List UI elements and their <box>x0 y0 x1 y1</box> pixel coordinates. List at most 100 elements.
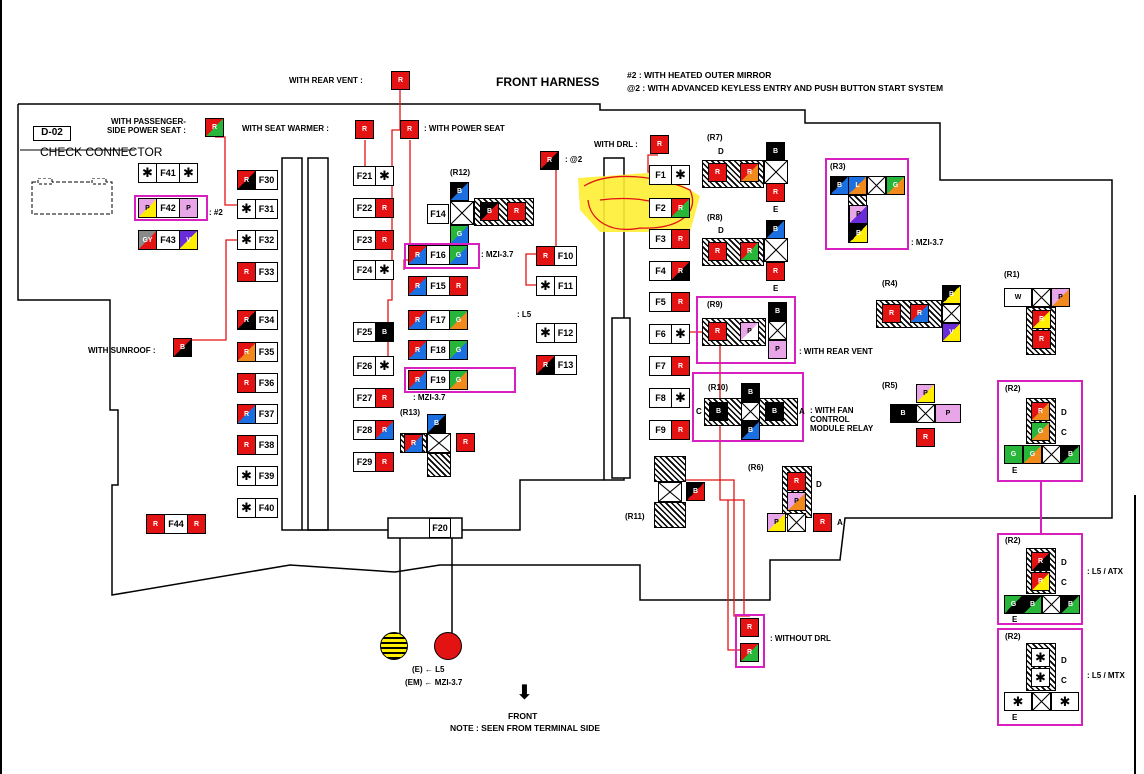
fuse-f16-right-pin: G <box>449 245 468 265</box>
r8-coil <box>764 238 788 262</box>
fuse-f24: F24✱ <box>334 260 394 280</box>
check-connector-icon <box>31 178 113 215</box>
r2-2-pin-3: G <box>1004 595 1023 614</box>
r5-pin-top: P <box>916 384 935 403</box>
fuse-f30-label: F30 <box>256 170 278 190</box>
ground-terminal-em-icon <box>434 632 462 660</box>
fuse-f23-label: F23 <box>353 230 375 250</box>
r9-pin-1: R <box>708 322 727 341</box>
without-drl-label: : WITHOUT DRL <box>770 634 831 643</box>
r7-pin-e: E <box>773 205 779 214</box>
r2-1-pin-e: E <box>1012 466 1018 475</box>
fuse-f37-label: F37 <box>256 404 278 424</box>
r2-1-coil <box>1042 445 1061 464</box>
fuse-f18-right-pin: G <box>449 340 468 360</box>
r3-variant-frame <box>825 158 909 250</box>
fuse-f22-label: F22 <box>353 198 375 218</box>
r3-pin-1: B <box>830 176 849 195</box>
ground-e-label: (E) ← L5 <box>412 665 445 674</box>
fuse-f11-left-pin: ✱ <box>536 276 555 296</box>
r4-pin-top: B <box>942 285 961 304</box>
fuse-f41-left-pin: ✱ <box>138 163 157 183</box>
r5-pin-bottom: R <box>916 428 935 447</box>
r7-pin-d: D <box>718 147 724 156</box>
r5-coil <box>916 404 935 423</box>
fuse-f18-left-pin: R <box>408 340 427 360</box>
r1-label: (R1) <box>1004 270 1020 279</box>
r11-body-bottom <box>654 502 686 528</box>
fuse-f35-label: F35 <box>256 342 278 362</box>
r12-pin-top: B <box>450 182 469 201</box>
r7-pin-1: R <box>708 163 727 182</box>
rear-vent-top-label: WITH REAR VENT : <box>289 76 363 85</box>
fuse-f24-right-pin: ✱ <box>375 260 394 280</box>
fuse-f16-left-pin: R <box>408 245 427 265</box>
r2-2-pin-c: C <box>1061 578 1067 587</box>
r8-pin-d: D <box>718 226 724 235</box>
fuse-f38-label: F38 <box>256 435 278 455</box>
fuse-f22-right-pin: R <box>375 198 394 218</box>
fuse-f37-left-pin: R <box>237 404 256 424</box>
fuse-f15-label: F15 <box>427 276 449 296</box>
f17-variant-label: : L5 <box>517 310 532 319</box>
fuse-f13-label: F13 <box>555 355 577 375</box>
r12-pin-bottom: G <box>450 225 469 244</box>
fuse-f19-label: F19 <box>427 370 449 390</box>
page-title: FRONT HARNESS <box>496 75 600 89</box>
r10-coil <box>741 402 760 421</box>
fuse-f39-left-pin: ✱ <box>237 466 256 486</box>
r2-variant-frame-3 <box>997 628 1083 726</box>
r2-2-pin-1: R <box>1031 552 1050 571</box>
r13-pin-top: B <box>427 414 446 433</box>
r6-label: (R6) <box>748 463 764 472</box>
r5-pin-left: B <box>890 404 916 423</box>
r10-pin-top: B <box>741 383 760 402</box>
fuse-f40: ✱F40 <box>237 498 297 518</box>
frame-left-line <box>0 0 2 774</box>
r8-pin-1: R <box>708 242 727 261</box>
r4-pin-2: R <box>910 304 929 323</box>
fuse-f2-label: F2 <box>649 198 671 218</box>
f16-variant-label: : MZI-3.7 <box>481 250 514 259</box>
fuse-f17-label: F17 <box>427 310 449 330</box>
r2-1-pin-c: C <box>1061 428 1067 437</box>
r3-pin-5: B <box>849 224 868 243</box>
fuse-f26-label: F26 <box>353 356 375 376</box>
r3-pin-3: G <box>886 176 905 195</box>
r8-pin-top: B <box>766 220 785 239</box>
fuse-f23-right-pin: R <box>375 230 394 250</box>
f16-variant-frame <box>404 243 480 269</box>
r12-pin-1: B <box>480 202 499 221</box>
fuse-f32: ✱F32 <box>237 230 297 250</box>
r2-atx-label: : L5 / ATX <box>1087 567 1123 576</box>
r4-pin-bottom: V <box>942 323 961 342</box>
power-seat-terminal: R <box>400 120 419 139</box>
heated-mirror-mark-label: : #2 <box>209 208 223 217</box>
sunroof-label: WITH SUNROOF : <box>88 346 156 355</box>
r3-variant-label: : MZI-3.7 <box>911 238 944 247</box>
r11-label: (R11) <box>625 512 645 521</box>
seat-warmer-label: WITH SEAT WARMER : <box>242 124 329 133</box>
fuse-f21: F21✱ <box>334 166 394 186</box>
r8-label: (R8) <box>707 213 723 222</box>
r10-label: (R10) <box>708 383 729 392</box>
fuse-f32-label: F32 <box>256 230 278 250</box>
r11-pin: B <box>686 482 705 501</box>
fuse-f3-label: F3 <box>649 229 671 249</box>
fuse-f40-left-pin: ✱ <box>237 498 256 518</box>
r2-3-pin-3: ✱ <box>1004 692 1032 711</box>
r2-2-pin-e: E <box>1012 615 1018 624</box>
r4-coil <box>942 304 961 323</box>
fuse-f12-left-pin: ✱ <box>536 323 555 343</box>
r9-variant-label: : WITH REAR VENT <box>799 347 873 356</box>
